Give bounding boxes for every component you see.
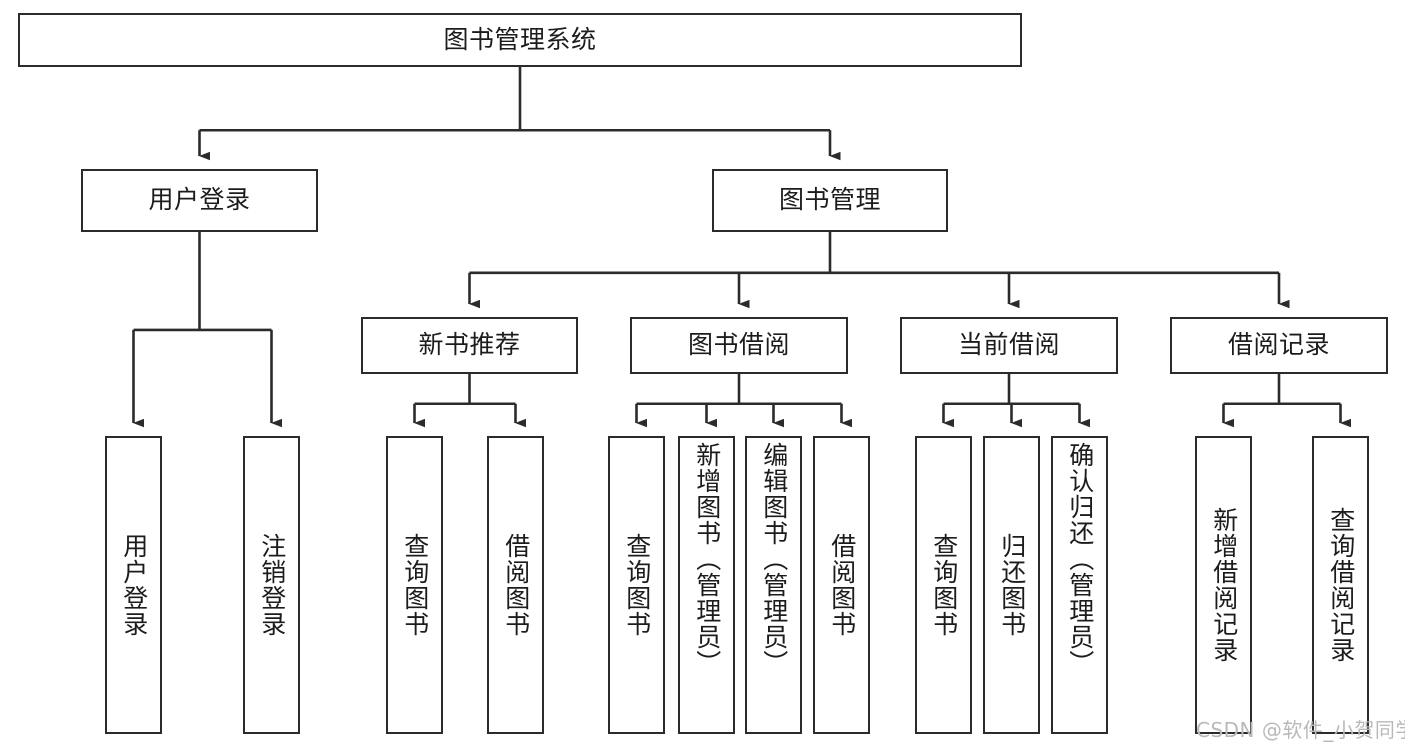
csdn-watermark: CSDN @软件_小贺同学: [1196, 718, 1405, 742]
node-label-leaf-confirm-return: 确认归还（管理员）: [1065, 442, 1095, 676]
node-book-borrow[interactable]: 图书借阅: [630, 317, 848, 374]
node-leaf-query-book-1[interactable]: 查询图书: [386, 436, 443, 734]
node-label-leaf-query-book-1: 查询图书: [400, 533, 430, 637]
node-label-borrow-record: 借阅记录: [1227, 330, 1330, 360]
node-label-leaf-add-record: 新增借阅记录: [1209, 507, 1239, 663]
node-label-book-borrow: 图书借阅: [687, 330, 790, 360]
node-leaf-query-book-3[interactable]: 查询图书: [915, 436, 972, 734]
node-label-book-manage: 图书管理: [778, 185, 881, 215]
node-leaf-query-book-2[interactable]: 查询图书: [608, 436, 665, 734]
node-label-leaf-add-book: 新增图书（管理员）: [692, 442, 722, 676]
node-label-leaf-borrow-book-2: 借阅图书: [827, 533, 857, 637]
node-root[interactable]: 图书管理系统: [18, 13, 1022, 67]
node-label-current-borrow: 当前借阅: [957, 330, 1060, 360]
node-leaf-return-book[interactable]: 归还图书: [983, 436, 1040, 734]
node-leaf-user-login[interactable]: 用户登录: [105, 436, 162, 734]
node-leaf-confirm-return[interactable]: 确认归还（管理员）: [1051, 436, 1108, 734]
node-new-book-rec[interactable]: 新书推荐: [361, 317, 578, 374]
node-book-manage[interactable]: 图书管理: [712, 169, 948, 232]
node-label-leaf-return-book: 归还图书: [997, 533, 1027, 637]
node-label-new-book-rec: 新书推荐: [418, 330, 521, 360]
node-leaf-add-book[interactable]: 新增图书（管理员）: [678, 436, 735, 734]
node-leaf-query-record[interactable]: 查询借阅记录: [1312, 436, 1369, 734]
node-leaf-edit-book[interactable]: 编辑图书（管理员）: [745, 436, 802, 734]
node-label-leaf-user-login: 用户登录: [119, 533, 149, 637]
node-label-leaf-borrow-book-1: 借阅图书: [501, 533, 531, 637]
node-label-leaf-query-record: 查询借阅记录: [1326, 507, 1356, 663]
node-user-login[interactable]: 用户登录: [81, 169, 318, 232]
node-borrow-record[interactable]: 借阅记录: [1170, 317, 1388, 374]
node-leaf-add-record[interactable]: 新增借阅记录: [1195, 436, 1252, 734]
node-label-root: 图书管理系统: [443, 24, 597, 54]
node-leaf-logout[interactable]: 注销登录: [243, 436, 300, 734]
node-label-leaf-query-book-3: 查询图书: [929, 533, 959, 637]
node-leaf-borrow-book-2[interactable]: 借阅图书: [813, 436, 870, 734]
node-label-leaf-logout: 注销登录: [257, 533, 287, 637]
node-current-borrow[interactable]: 当前借阅: [900, 317, 1118, 374]
node-leaf-borrow-book-1[interactable]: 借阅图书: [487, 436, 544, 734]
node-label-leaf-query-book-2: 查询图书: [622, 533, 652, 637]
node-label-user-login: 用户登录: [148, 185, 251, 215]
node-label-leaf-edit-book: 编辑图书（管理员）: [759, 442, 789, 676]
